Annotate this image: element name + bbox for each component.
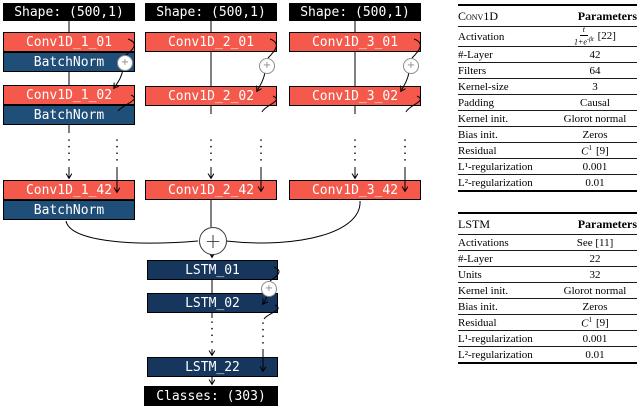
residual-add-icon: +	[117, 55, 133, 71]
batchnorm-1-42-box: BatchNorm	[3, 200, 135, 220]
table-params-header: Parameters	[577, 216, 637, 231]
input-shape-box-2: Shape: (500,1)	[145, 3, 277, 21]
table-row: Kernel init.Glorot normal	[458, 110, 637, 126]
residual-add-icon: +	[403, 58, 419, 74]
citation: [9]	[596, 145, 609, 158]
table-title: Conv1D	[458, 8, 499, 23]
table-row: Residual C1[9]	[458, 314, 637, 330]
residual-add-icon: +	[261, 281, 277, 297]
merge-add-icon: +	[199, 227, 227, 255]
lstm-22-box: LSTM_22	[147, 357, 278, 377]
row-label: Activation	[458, 30, 505, 43]
batchnorm-1-02-box: BatchNorm	[3, 105, 135, 125]
conv1d-1-01-box: Conv1D_1_01	[3, 32, 135, 52]
residual-add-icon: +	[259, 58, 275, 74]
conv1d-3-42-box: Conv1D_3_42	[289, 180, 421, 200]
table-row: Kernel init.Glorot normal	[458, 282, 637, 298]
table-row: Bias init.Zeros	[458, 298, 637, 314]
conv1d-3-02-box: Conv1D_3_02	[289, 86, 421, 106]
lstm-02-box: LSTM_02	[147, 293, 278, 313]
conv1d-2-02-box: Conv1D_2_02	[145, 86, 277, 106]
table-params-header: Parameters	[577, 8, 637, 23]
table-row: Residual C1[9]	[458, 142, 637, 158]
residual-value: C1[9]	[581, 315, 609, 330]
citation: [22]	[597, 30, 616, 43]
conv1d-1-02-box: Conv1D_1_02	[3, 85, 135, 105]
conv1d-1-42-box: Conv1D_1_42	[3, 180, 135, 200]
conv1d-2-01-box: Conv1D_2_01	[145, 32, 277, 52]
input-shape-box-3: Shape: (500,1)	[289, 3, 421, 21]
table-header: LSTM Parameters	[458, 214, 637, 234]
residual-value: C1[9]	[581, 143, 609, 158]
table-row: Bias init.Zeros	[458, 126, 637, 142]
table-title: LSTM	[458, 216, 491, 231]
citation: [9]	[596, 317, 609, 330]
output-classes-box: Classes: (303)	[144, 386, 278, 406]
input-shape-box-1: Shape: (500,1)	[3, 3, 135, 21]
lstm-01-box: LSTM_01	[147, 260, 278, 280]
conv1d-2-42-box: Conv1D_2_42	[145, 180, 277, 200]
batchnorm-1-01-box: BatchNorm	[3, 52, 135, 72]
conv1d-3-01-box: Conv1D_3_01	[289, 32, 421, 52]
table-header: Conv1D Parameters	[458, 6, 637, 26]
